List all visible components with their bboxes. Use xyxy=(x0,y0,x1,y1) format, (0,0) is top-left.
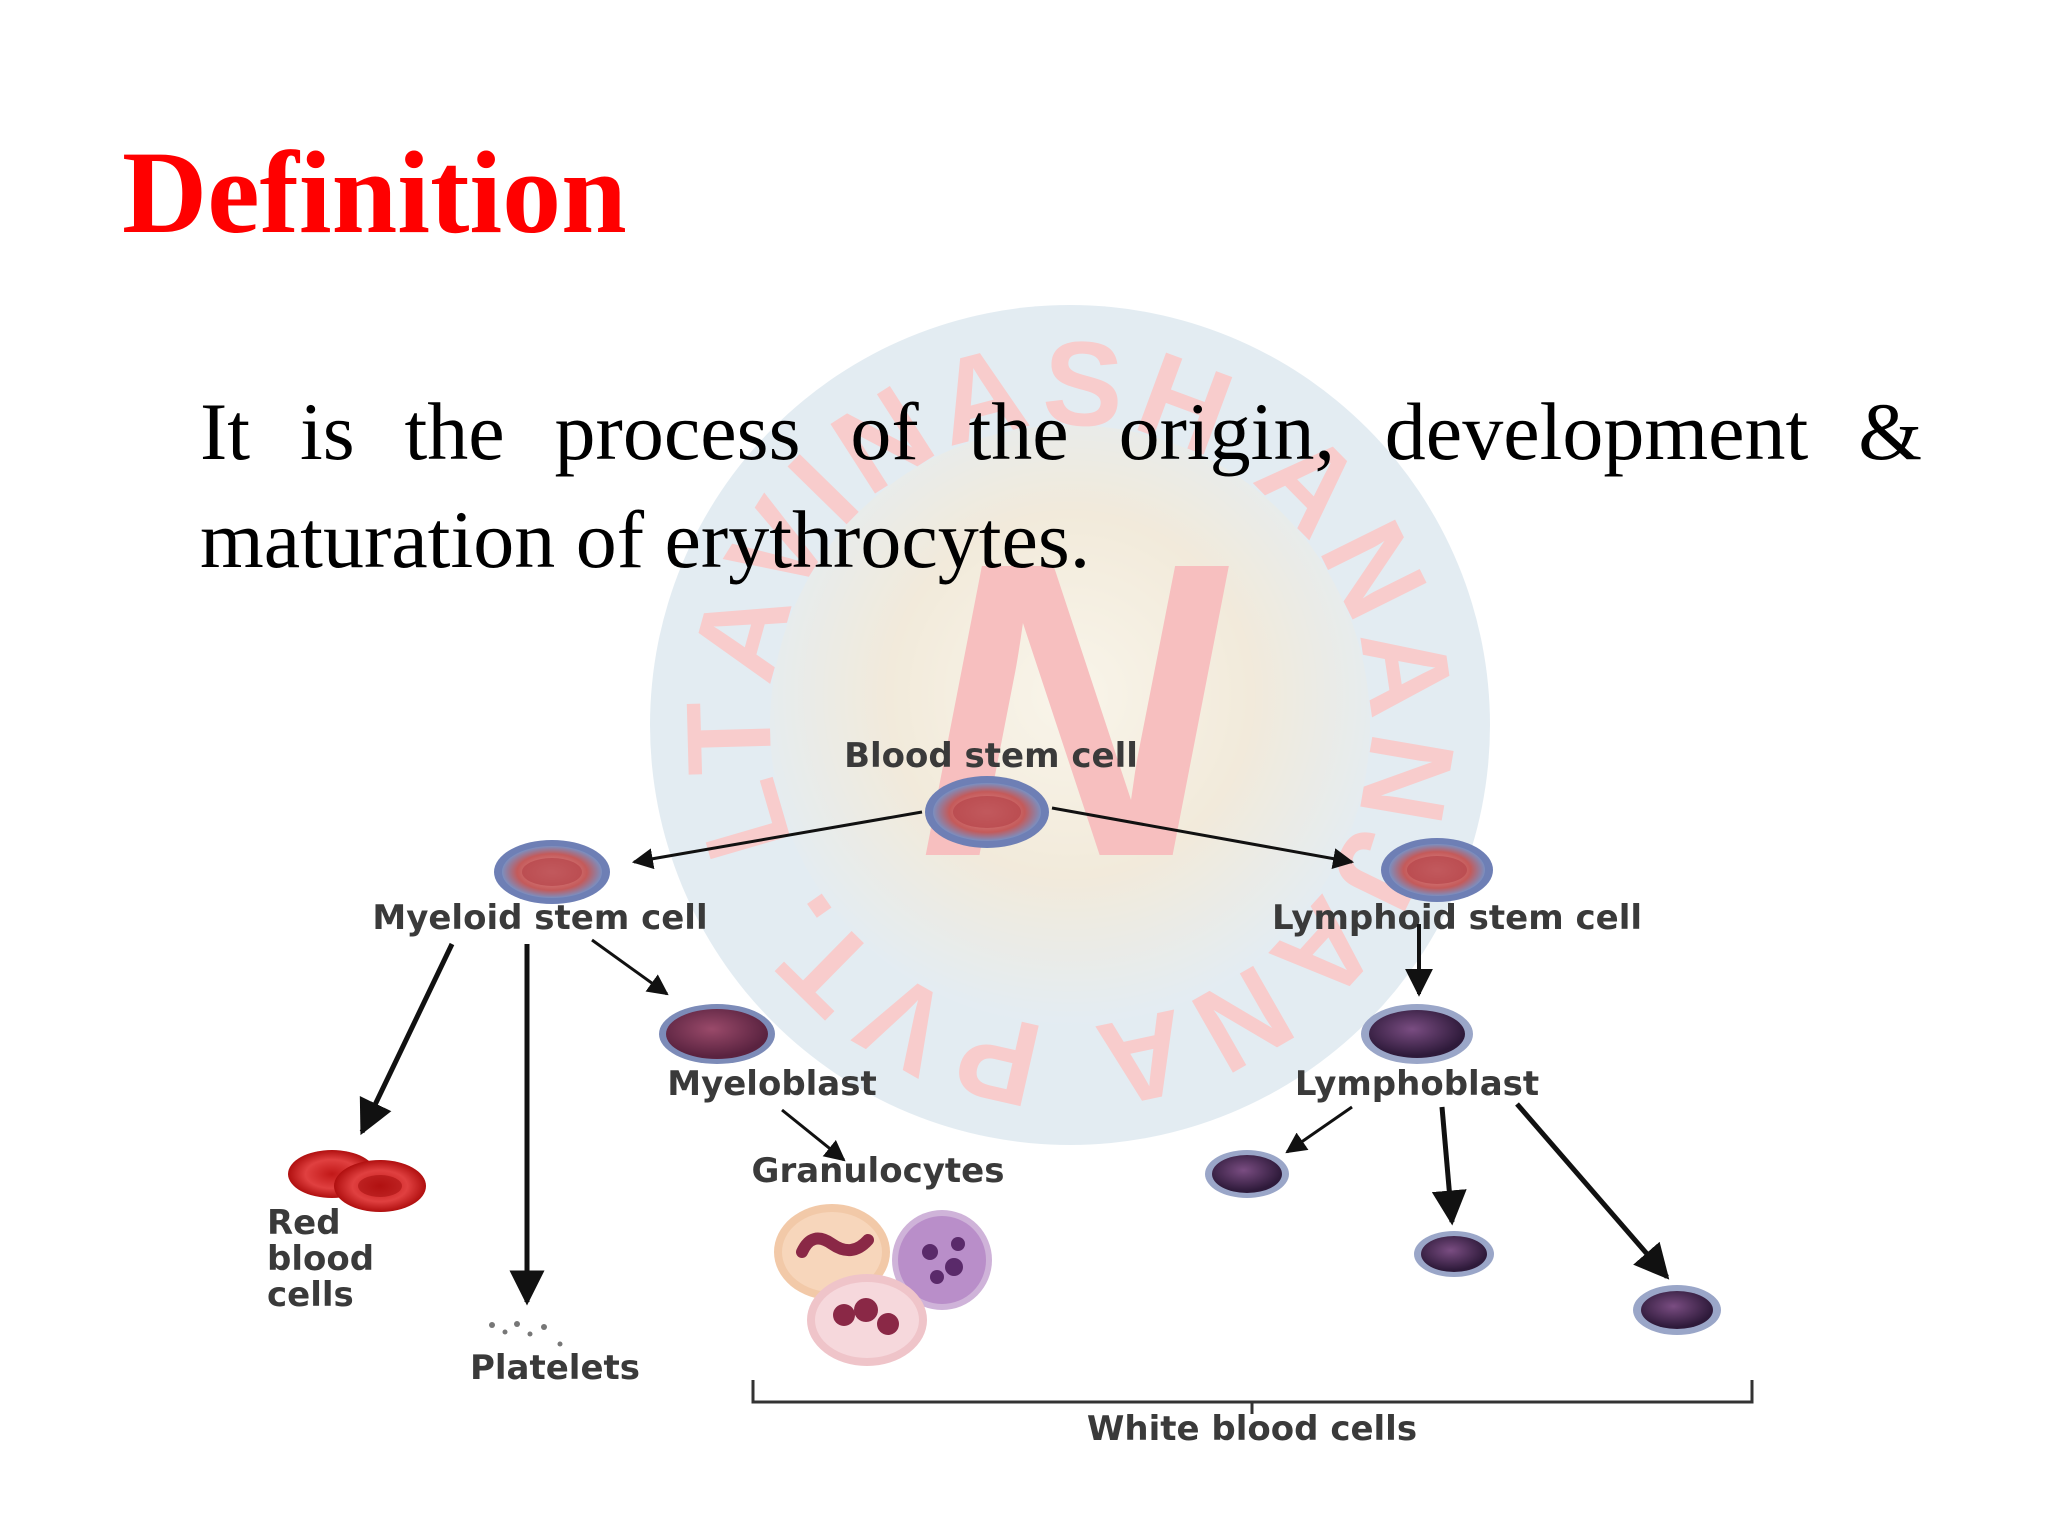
watermark-inner-disc xyxy=(770,425,1370,1025)
granulocytes-label: Granulocytes xyxy=(752,1151,1005,1191)
myeloid-stem-cell-label: Myeloid stem cell xyxy=(372,898,707,938)
lymphoid-stem-cell xyxy=(1381,838,1493,902)
lymphoid-stem-cell-label: Lymphoid stem cell xyxy=(1272,898,1642,938)
watermark-logo: AVINASH ANANJANA PVT. LTD. N xyxy=(640,295,1490,1145)
arrow-to-granulocytes xyxy=(781,1108,846,1162)
white-blood-cells-label: White blood cells xyxy=(1087,1409,1417,1449)
hematopoiesis-diagram: Blood stem cell Myeloid stem cell Lympho… xyxy=(267,736,1754,1449)
blood-stem-cell xyxy=(925,776,1049,848)
arrow-to-lymphocyte-2 xyxy=(1431,1106,1467,1226)
arrow-to-lymphoid xyxy=(1051,806,1355,869)
arrow-to-red-blood-cells xyxy=(359,942,455,1136)
lymphocyte-2 xyxy=(1414,1231,1494,1277)
arrow-to-lymphocyte-3 xyxy=(1515,1102,1670,1280)
red-blood-cells xyxy=(288,1150,426,1212)
myeloid-stem-cell xyxy=(494,840,610,904)
definition-text: It is the process of the origin, develop… xyxy=(200,386,1922,585)
lymphocyte-3 xyxy=(1633,1285,1721,1335)
arrow-to-myeloblast xyxy=(591,938,669,996)
lymphocyte-1 xyxy=(1205,1150,1289,1198)
platelets-cells xyxy=(489,1321,563,1347)
watermark-monogram: N xyxy=(918,476,1233,945)
lymphoblast-cell xyxy=(1361,1004,1473,1064)
lymphoblast-label: Lymphoblast xyxy=(1295,1064,1539,1104)
myeloblast-cell xyxy=(659,1004,775,1064)
arrow-to-myeloid xyxy=(631,810,923,870)
platelets-label: Platelets xyxy=(470,1348,640,1388)
granulocytes-cells xyxy=(774,1204,992,1366)
red-blood-cells-label: Red blood cells xyxy=(267,1203,386,1315)
blood-stem-cell-label: Blood stem cell xyxy=(844,736,1138,776)
white-blood-cells-bracket xyxy=(751,1380,1754,1414)
myeloblast-label: Myeloblast xyxy=(667,1064,877,1104)
arrow-to-lymphocyte-1 xyxy=(1285,1105,1353,1154)
slide-title: Definition xyxy=(122,127,627,258)
